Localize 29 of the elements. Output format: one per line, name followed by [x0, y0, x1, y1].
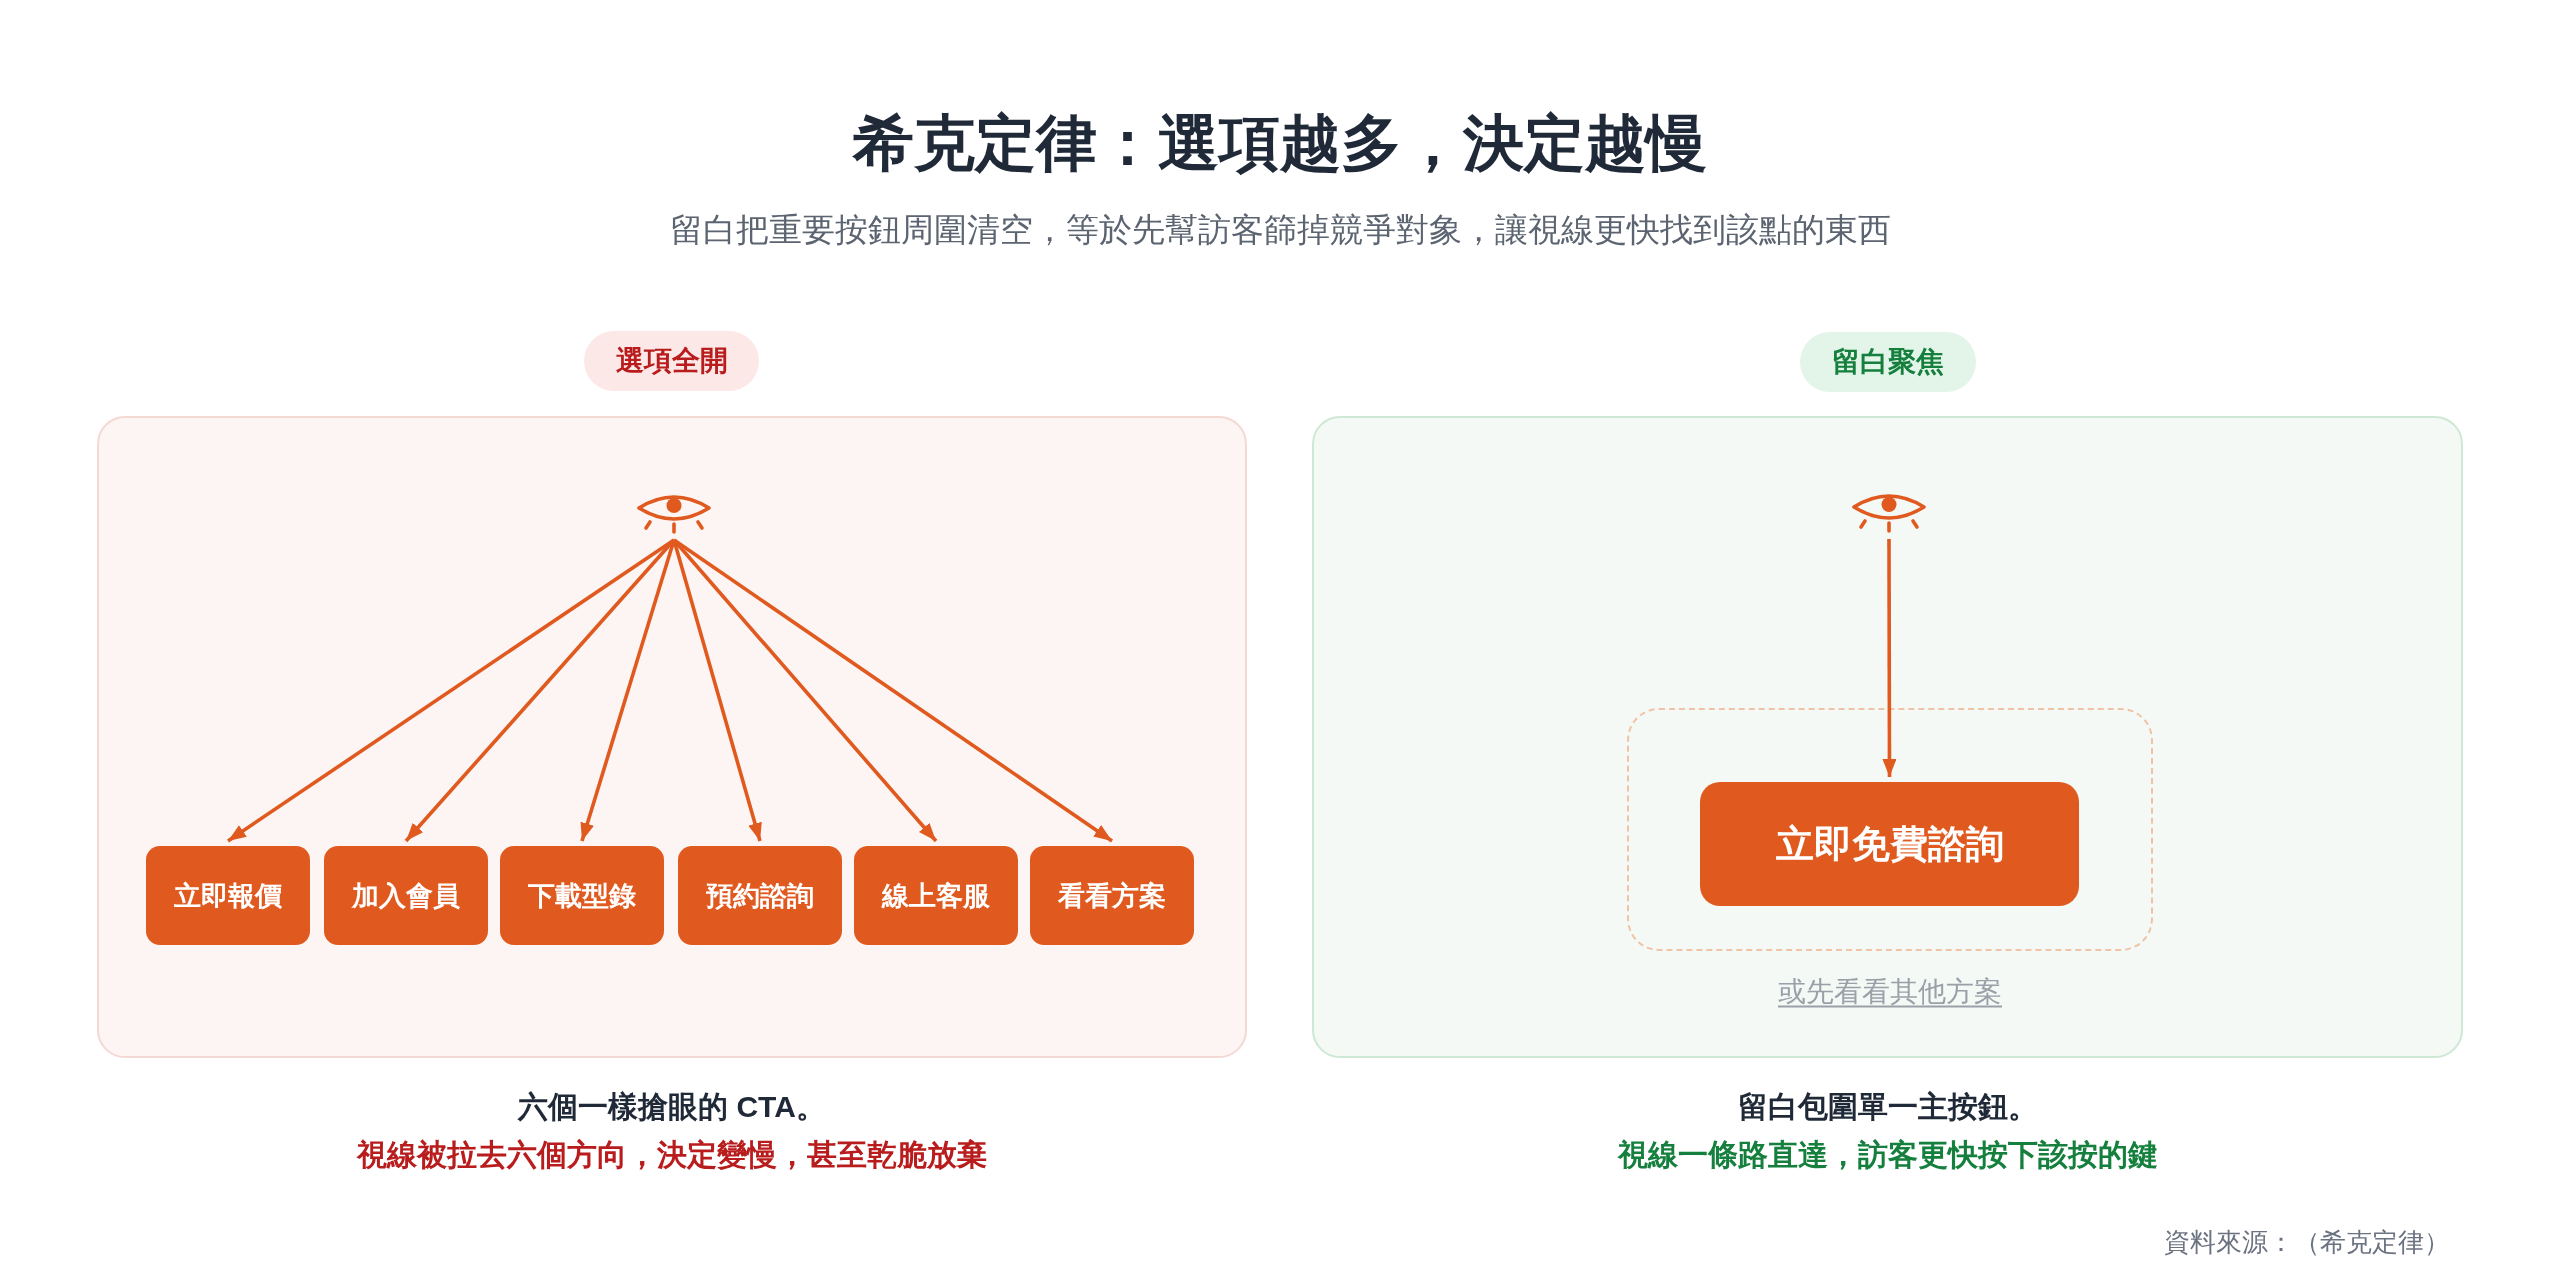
caption-text: 視線被拉去六個方向，決定變慢，甚至乾脆放棄 — [357, 1137, 987, 1174]
subtitle: 留白把重要按鈕周圍清空，等於先幫訪客篩掉競爭對象，讓視線更快找到該點的東西 — [669, 210, 1891, 251]
cta-button: 線上客服 — [854, 846, 1018, 945]
arrow — [404, 538, 676, 843]
comparison-panel — [97, 416, 1247, 1058]
arrow — [672, 538, 938, 843]
source-note: 資料來源：（希克定律） — [2164, 1225, 2450, 1259]
arrow — [580, 539, 676, 842]
arrow — [227, 538, 675, 843]
cta-button: 下載型錄 — [500, 846, 664, 945]
section-tag: 留白聚焦 — [1800, 332, 1976, 392]
text-link: 或先看看其他方案 — [1778, 974, 2002, 1009]
cta-button: 立即免費諮詢 — [1700, 782, 2079, 906]
caption-text: 留白包圍單一主按鈕。 — [1737, 1089, 2038, 1126]
caption-text: 視線一條路直達，訪客更快按下該按的鍵 — [1617, 1137, 2158, 1174]
eye-icon — [1851, 493, 1927, 533]
cta-button: 加入會員 — [324, 846, 488, 945]
cta-button: 看看方案 — [1030, 846, 1194, 945]
cta-button: 預約諮詢 — [678, 846, 842, 945]
cta-button: 立即報價 — [146, 846, 310, 945]
arrow — [672, 539, 762, 842]
arrow — [1882, 539, 1897, 777]
eye-icon — [636, 494, 712, 534]
title: 希克定律：選項越多，決定越慢 — [853, 107, 1707, 179]
dashed-frame — [1627, 708, 2153, 951]
caption-text: 六個一樣搶眼的 CTA。 — [518, 1089, 826, 1126]
comparison-panel — [1312, 416, 2463, 1058]
section-tag: 選項全開 — [584, 331, 759, 391]
arrow — [673, 538, 1113, 843]
